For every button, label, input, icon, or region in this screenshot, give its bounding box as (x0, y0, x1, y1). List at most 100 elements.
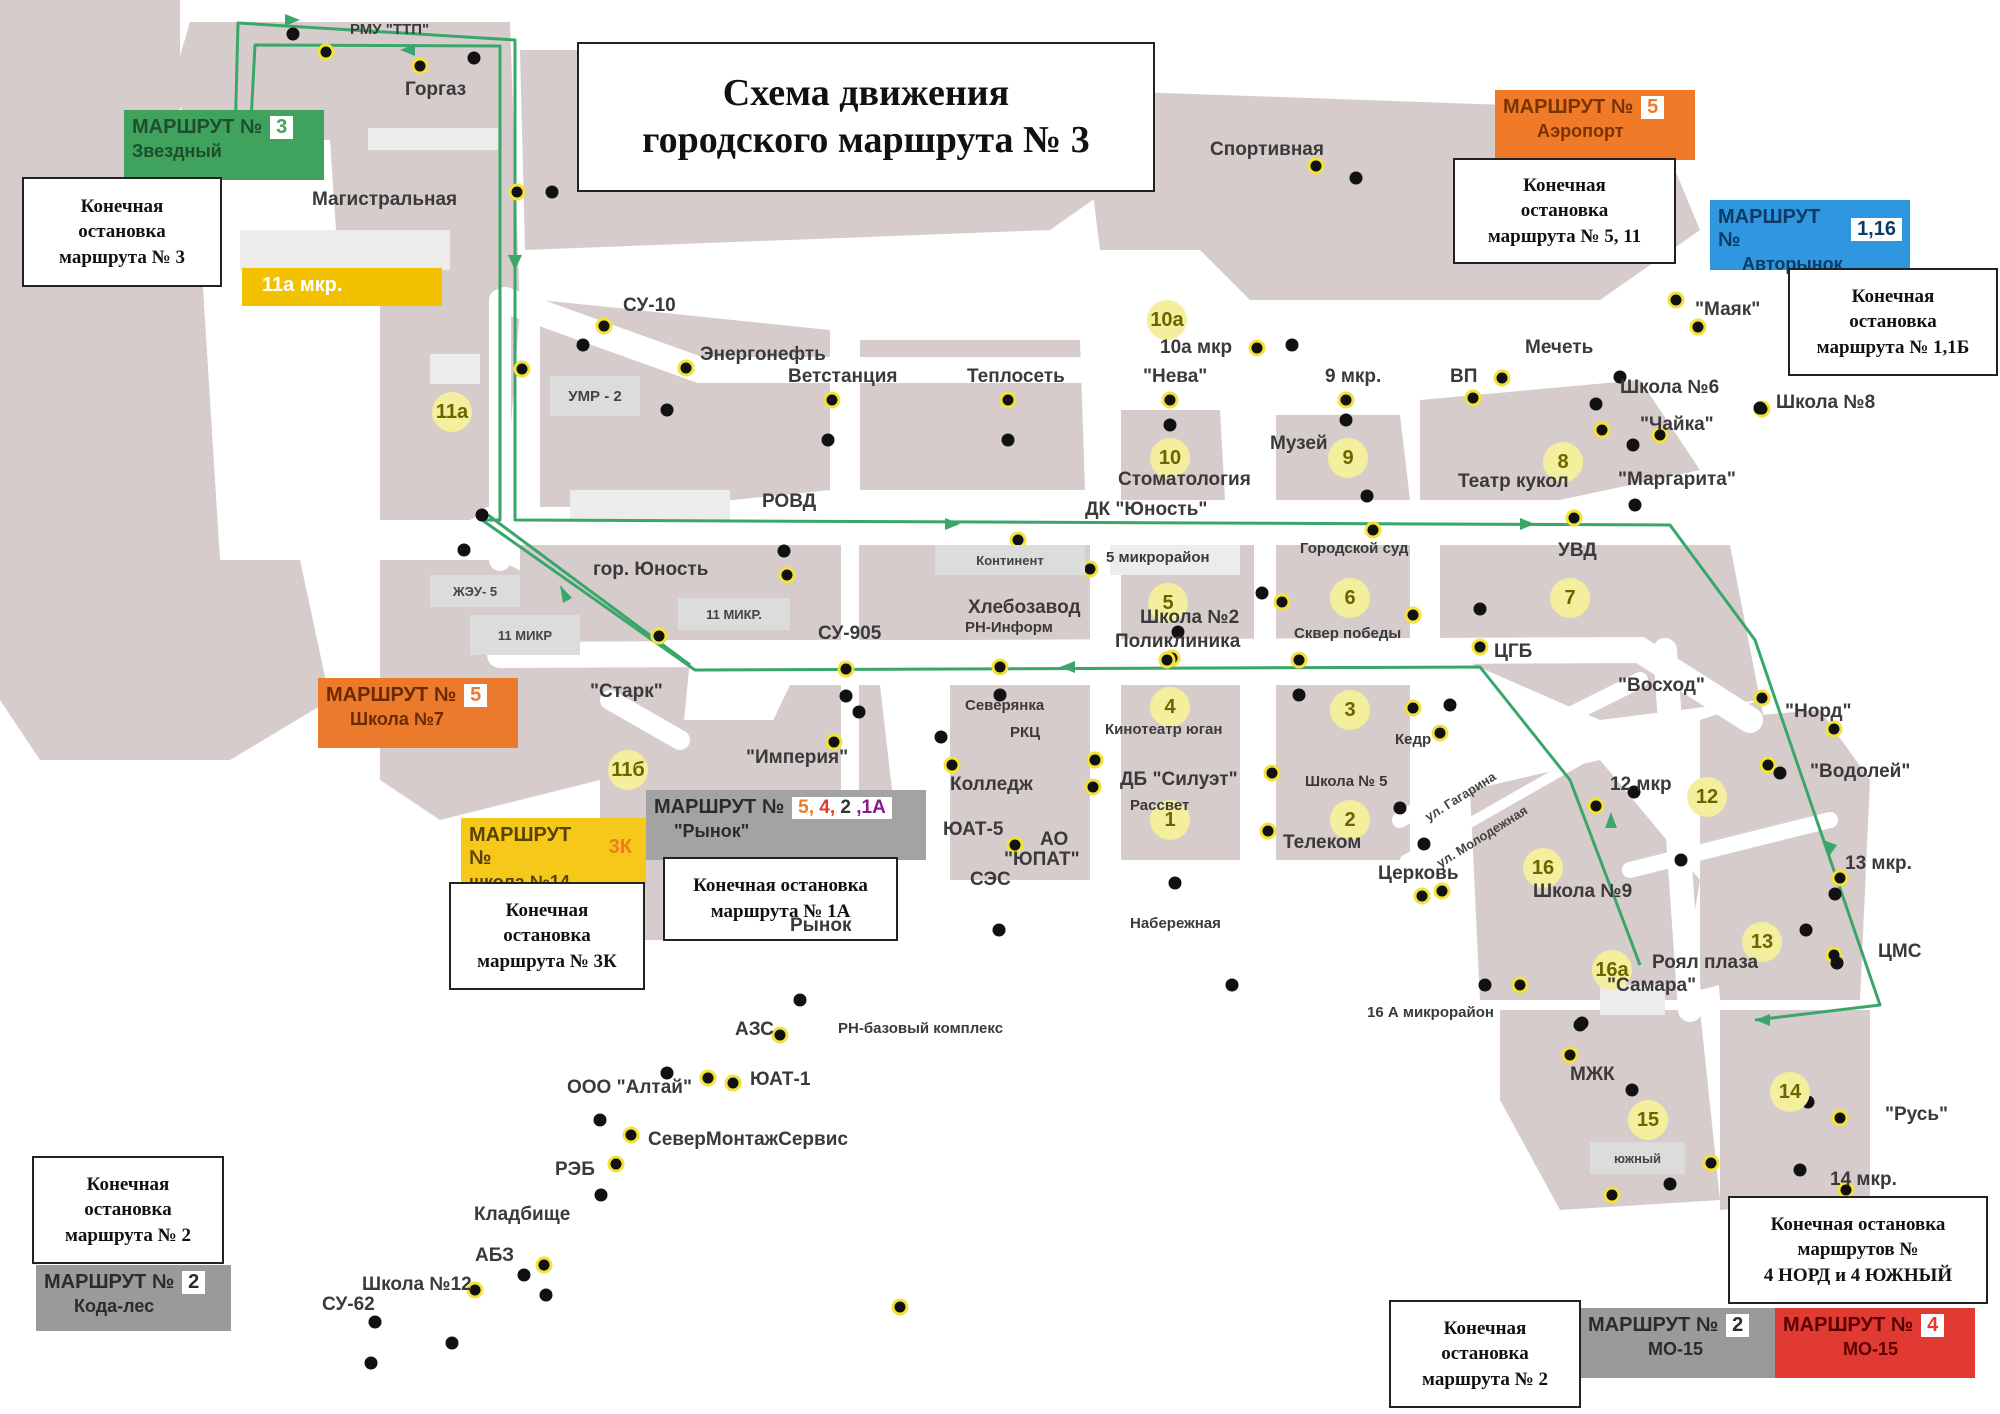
stop-label: гор. Юность (593, 559, 709, 580)
stop-label: Колледж (950, 774, 1033, 795)
district-number: 4 (1150, 687, 1190, 727)
place-box-umr2: УМР - 2 (550, 376, 640, 416)
stop-label: ЮАТ-5 (943, 819, 1004, 840)
route-number: 3К (602, 835, 638, 859)
terminal-box-route-4: Конечная остановка маршрутов № 4 НОРД и … (1728, 1196, 1988, 1304)
bus-stop-dot (699, 1069, 717, 1087)
bus-stop-dot (1163, 418, 1177, 432)
route-stop-name: "Рынок" (674, 821, 750, 841)
bus-stop-dot (1259, 822, 1277, 840)
stop-label: Музей (1270, 433, 1328, 454)
bus-stop-dot (1417, 837, 1431, 851)
bus-stop-dot (535, 1256, 553, 1274)
bus-stop-dot (993, 688, 1007, 702)
bus-stop-dot (1225, 978, 1239, 992)
district-number: 13 (1742, 922, 1782, 962)
stop-label: Школа № 5 (1305, 773, 1388, 790)
route-sign-11a: 11а мкр. (242, 268, 442, 306)
bus-stop-dot (660, 403, 674, 417)
route-arrows (285, 14, 1837, 1026)
stop-label: Кладбище (474, 1204, 571, 1225)
district-number: 16 (1523, 848, 1563, 888)
bus-stop-dot (1628, 498, 1642, 512)
bus-stop-dot (513, 360, 531, 378)
stop-label: 5 микрорайон (1106, 549, 1210, 566)
route-sign-prefix: МАРШРУТ № (1718, 206, 1821, 251)
stop-label: Теплосеть (967, 366, 1065, 387)
route-number: 5 (1641, 96, 1665, 119)
bus-stop-dot (1285, 338, 1299, 352)
terminal-box-text: Конечная остановка маршрута № 3 (59, 195, 185, 268)
bus-stop-dot (593, 1113, 607, 1127)
stop-label: Набережная (1130, 915, 1221, 932)
stop-label: Стоматология (1118, 469, 1251, 490)
stop-label: РОВД (762, 491, 817, 512)
bus-stop-dot (622, 1126, 640, 1144)
stop-label: Роял плаза (1652, 952, 1759, 973)
bus-stop-dot (1493, 369, 1511, 387)
route-stop-name: Аэропорт (1537, 121, 1624, 141)
stop-label: "Водолей" (1810, 761, 1911, 782)
route-number: 2 (1726, 1314, 1750, 1337)
stop-label: Школа №2 (1140, 607, 1240, 628)
district-number: 6 (1330, 578, 1370, 618)
bus-stop-dot (1753, 401, 1767, 415)
bus-stop-dot (1413, 887, 1431, 905)
stop-label: РМУ "ТТП" (350, 21, 430, 38)
stop-label: ВП (1450, 366, 1478, 387)
bus-stop-dot (1337, 391, 1355, 409)
bus-stop-dot (411, 57, 429, 75)
stop-label: Сквер победы (1294, 625, 1402, 642)
bus-stop-dot (1473, 602, 1487, 616)
bus-stop-dot (1561, 1046, 1579, 1064)
district-number: 9 (1328, 438, 1368, 478)
stop-label: "Самара" (1607, 975, 1697, 996)
bus-stop-dot (1081, 560, 1099, 578)
stop-label: ООО "Алтай" (567, 1077, 692, 1098)
terminal-box-route-3: Конечная остановка маршрута № 3 (22, 177, 222, 287)
stop-label: Школа №12 (362, 1274, 472, 1295)
bus-stop-dot (1255, 586, 1269, 600)
bus-stop-dot (595, 317, 613, 335)
stop-label: ЦМС (1878, 941, 1922, 962)
place-box-11mikr-b: 11 МИКР (470, 615, 580, 655)
district-number: 8 (1543, 442, 1583, 482)
route-sign-prefix: МАРШРУТ № (469, 824, 572, 869)
bus-stop-dot (1161, 391, 1179, 409)
district-number: 12 (1687, 777, 1727, 817)
bus-stop-dot (1575, 1016, 1589, 1030)
stop-label: "ЮПАТ" (1004, 849, 1080, 870)
bus-stop-dot (891, 1298, 909, 1316)
terminal-box-route-3k: Конечная остановка маршрута № 3К (449, 882, 645, 990)
bus-stop-dot (852, 705, 866, 719)
stop-label: Школа №8 (1776, 392, 1876, 413)
stop-label: МЖК (1570, 1064, 1615, 1085)
stop-label: Северянка (965, 697, 1045, 714)
bus-stop-dot (1651, 426, 1669, 444)
bus-stop-dot (1360, 489, 1374, 503)
bus-stop-dot (576, 338, 590, 352)
bus-stop-dot (1471, 638, 1489, 656)
stop-label: 12 мкр (1610, 774, 1672, 795)
bus-stop-dot (545, 185, 559, 199)
stop-label: АЗС (735, 1019, 774, 1040)
bus-stop-dot (445, 1336, 459, 1350)
district-number: 14 (1770, 1072, 1810, 1112)
bus-stop-dot (839, 689, 853, 703)
bus-stop-dot (1667, 291, 1685, 309)
route-sign-prefix: МАРШРУТ № (1503, 96, 1634, 118)
bus-stop-dot (1006, 836, 1024, 854)
bus-stop-dot (1086, 751, 1104, 769)
route-number: 1,16 (1851, 217, 1902, 241)
route-number: 2 (840, 796, 851, 818)
stop-label: Театр кукол (1458, 471, 1569, 492)
route-number: ,1А (856, 796, 886, 818)
route-stop-name: Звездный (132, 141, 222, 161)
district-number: 7 (1550, 578, 1590, 618)
bus-stop-dot (1831, 1109, 1849, 1127)
stop-label: 14 мкр. (1830, 1169, 1897, 1190)
stop-label: СЭС (970, 869, 1011, 890)
bus-stop-dot (1443, 698, 1457, 712)
